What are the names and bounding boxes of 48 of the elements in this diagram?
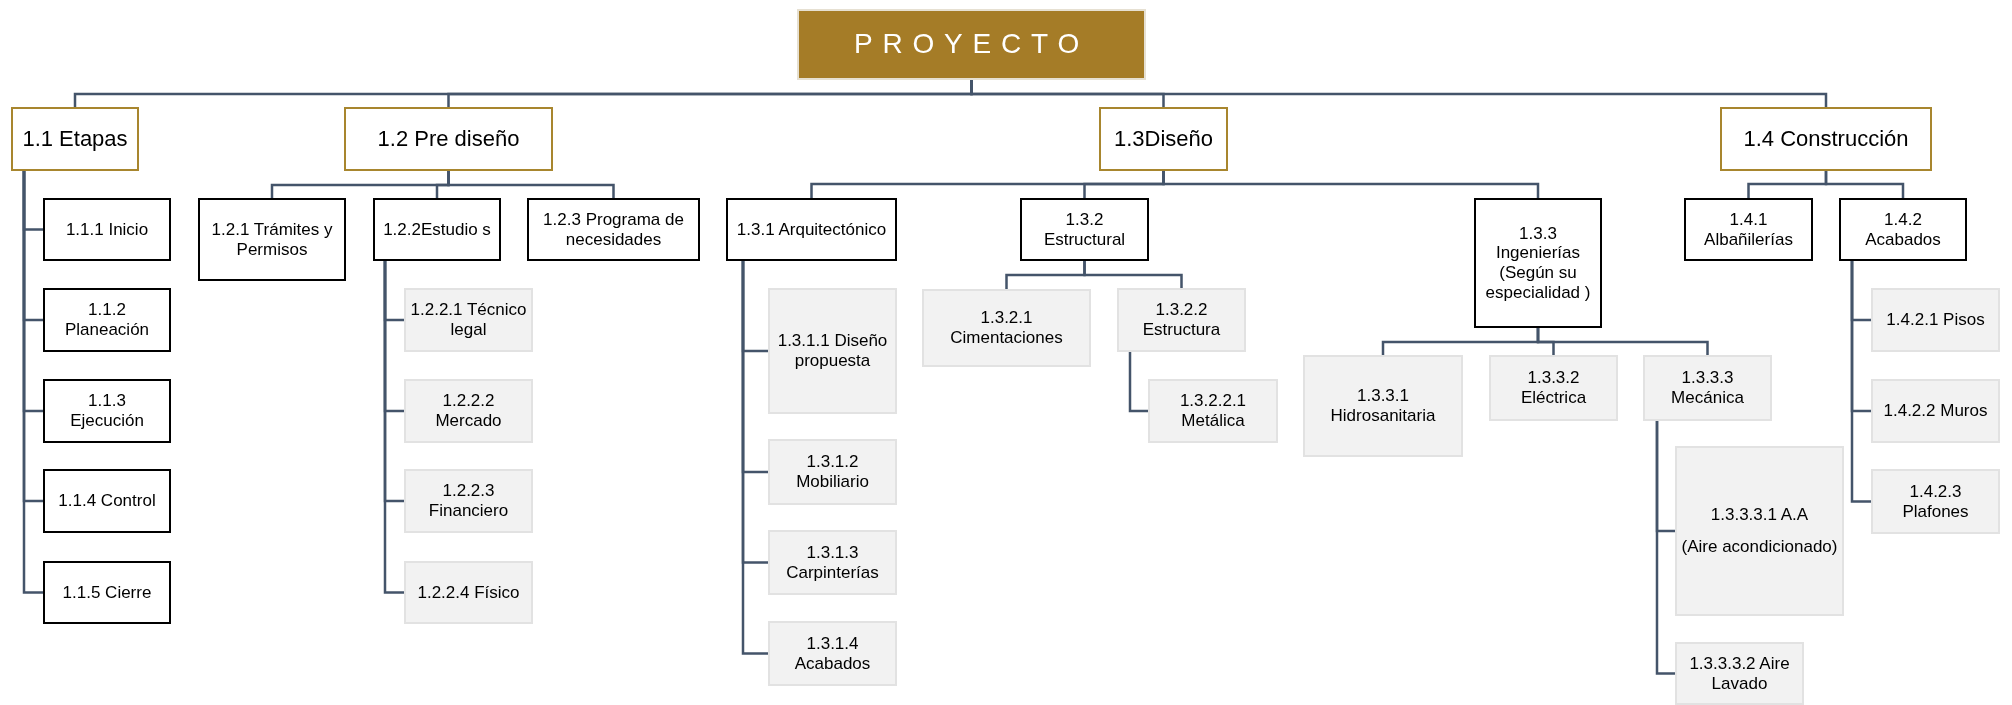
- subtask-box: 1.3.1.1 Diseño propuesta: [768, 288, 897, 414]
- connector-line: [1083, 261, 1183, 288]
- connector-line: [1655, 421, 1675, 675]
- phase-box: 1.4 Construcción: [1720, 107, 1932, 171]
- connector-line: [22, 171, 43, 594]
- subtask-box: 1.3.1.3 Carpinterías: [768, 530, 897, 595]
- phase-box: 1.3Diseño: [1099, 107, 1228, 171]
- subtask-box: 1.4.2.3 Plafones: [1871, 469, 2000, 534]
- subtask-box: 1.4.2.1 Pisos: [1871, 288, 2000, 352]
- subtask-box: 1.3.3.3 Mecánica: [1643, 355, 1772, 421]
- subtask-box: 1.2.2.1 Técnico legal: [404, 288, 533, 352]
- subtask-box: 1.3.3.3.1 A.A (Aire acondicionado): [1675, 446, 1844, 616]
- subtask-box: 1.2.2.2 Mercado: [404, 379, 533, 443]
- connector-line: [447, 171, 615, 198]
- subtask-box: 1.3.1.2 Mobiliario: [768, 439, 897, 505]
- connector-line: [383, 261, 404, 594]
- task-box: 1.1.2 Planeación: [43, 288, 171, 352]
- task-box: 1.2.2Estudio s: [373, 198, 501, 261]
- task-box: 1.1.4 Control: [43, 469, 171, 533]
- subtask-box: 1.3.2.2 Estructura: [1117, 288, 1246, 352]
- subtask-box: 1.3.1.4 Acabados: [768, 621, 897, 686]
- task-box: 1.3.3 Ingenierías (Según su especialidad ): [1474, 198, 1602, 328]
- root-box: PROYECTO: [797, 9, 1146, 80]
- task-box: 1.3.1 Arquitectónico: [726, 198, 897, 261]
- phase-box: 1.1 Etapas: [11, 107, 139, 171]
- connector-line: [1824, 171, 1905, 198]
- connector-line: [1128, 352, 1148, 413]
- subtask-box: 1.3.3.2 Eléctrica: [1489, 355, 1618, 421]
- connector-line: [1536, 328, 1709, 355]
- subtask-box: 1.3.2.2.1 Metálica: [1148, 379, 1278, 443]
- task-box: 1.1.3 Ejecución: [43, 379, 171, 443]
- connector-line: [1162, 171, 1540, 198]
- connector-line: [1850, 261, 1871, 503]
- connector-line: [741, 261, 768, 655]
- task-box: 1.4.1 Albañilerías: [1684, 198, 1813, 261]
- task-box: 1.1.5 Cierre: [43, 561, 171, 624]
- subtask-box: 1.3.3.3.2 Aire Lavado: [1675, 642, 1804, 705]
- subtask-box: 1.2.2.4 Físico: [404, 561, 533, 624]
- task-box: 1.2.3 Programa de necesidades: [527, 198, 700, 261]
- subtask-box: 1.3.3.1 Hidrosanitaria: [1303, 355, 1463, 457]
- subtask-box: 1.2.2.3 Financiero: [404, 469, 533, 533]
- task-box: 1.2.1 Trámites y Permisos: [198, 198, 346, 281]
- task-box: 1.1.1 Inicio: [43, 198, 171, 261]
- task-box: 1.3.2 Estructural: [1020, 198, 1149, 261]
- task-box: 1.4.2 Acabados: [1839, 198, 1967, 261]
- phase-box: 1.2 Pre diseño: [344, 107, 553, 171]
- subtask-box: 1.3.2.1 Cimentaciones: [922, 289, 1091, 367]
- subtask-box: 1.4.2.2 Muros: [1871, 379, 2000, 443]
